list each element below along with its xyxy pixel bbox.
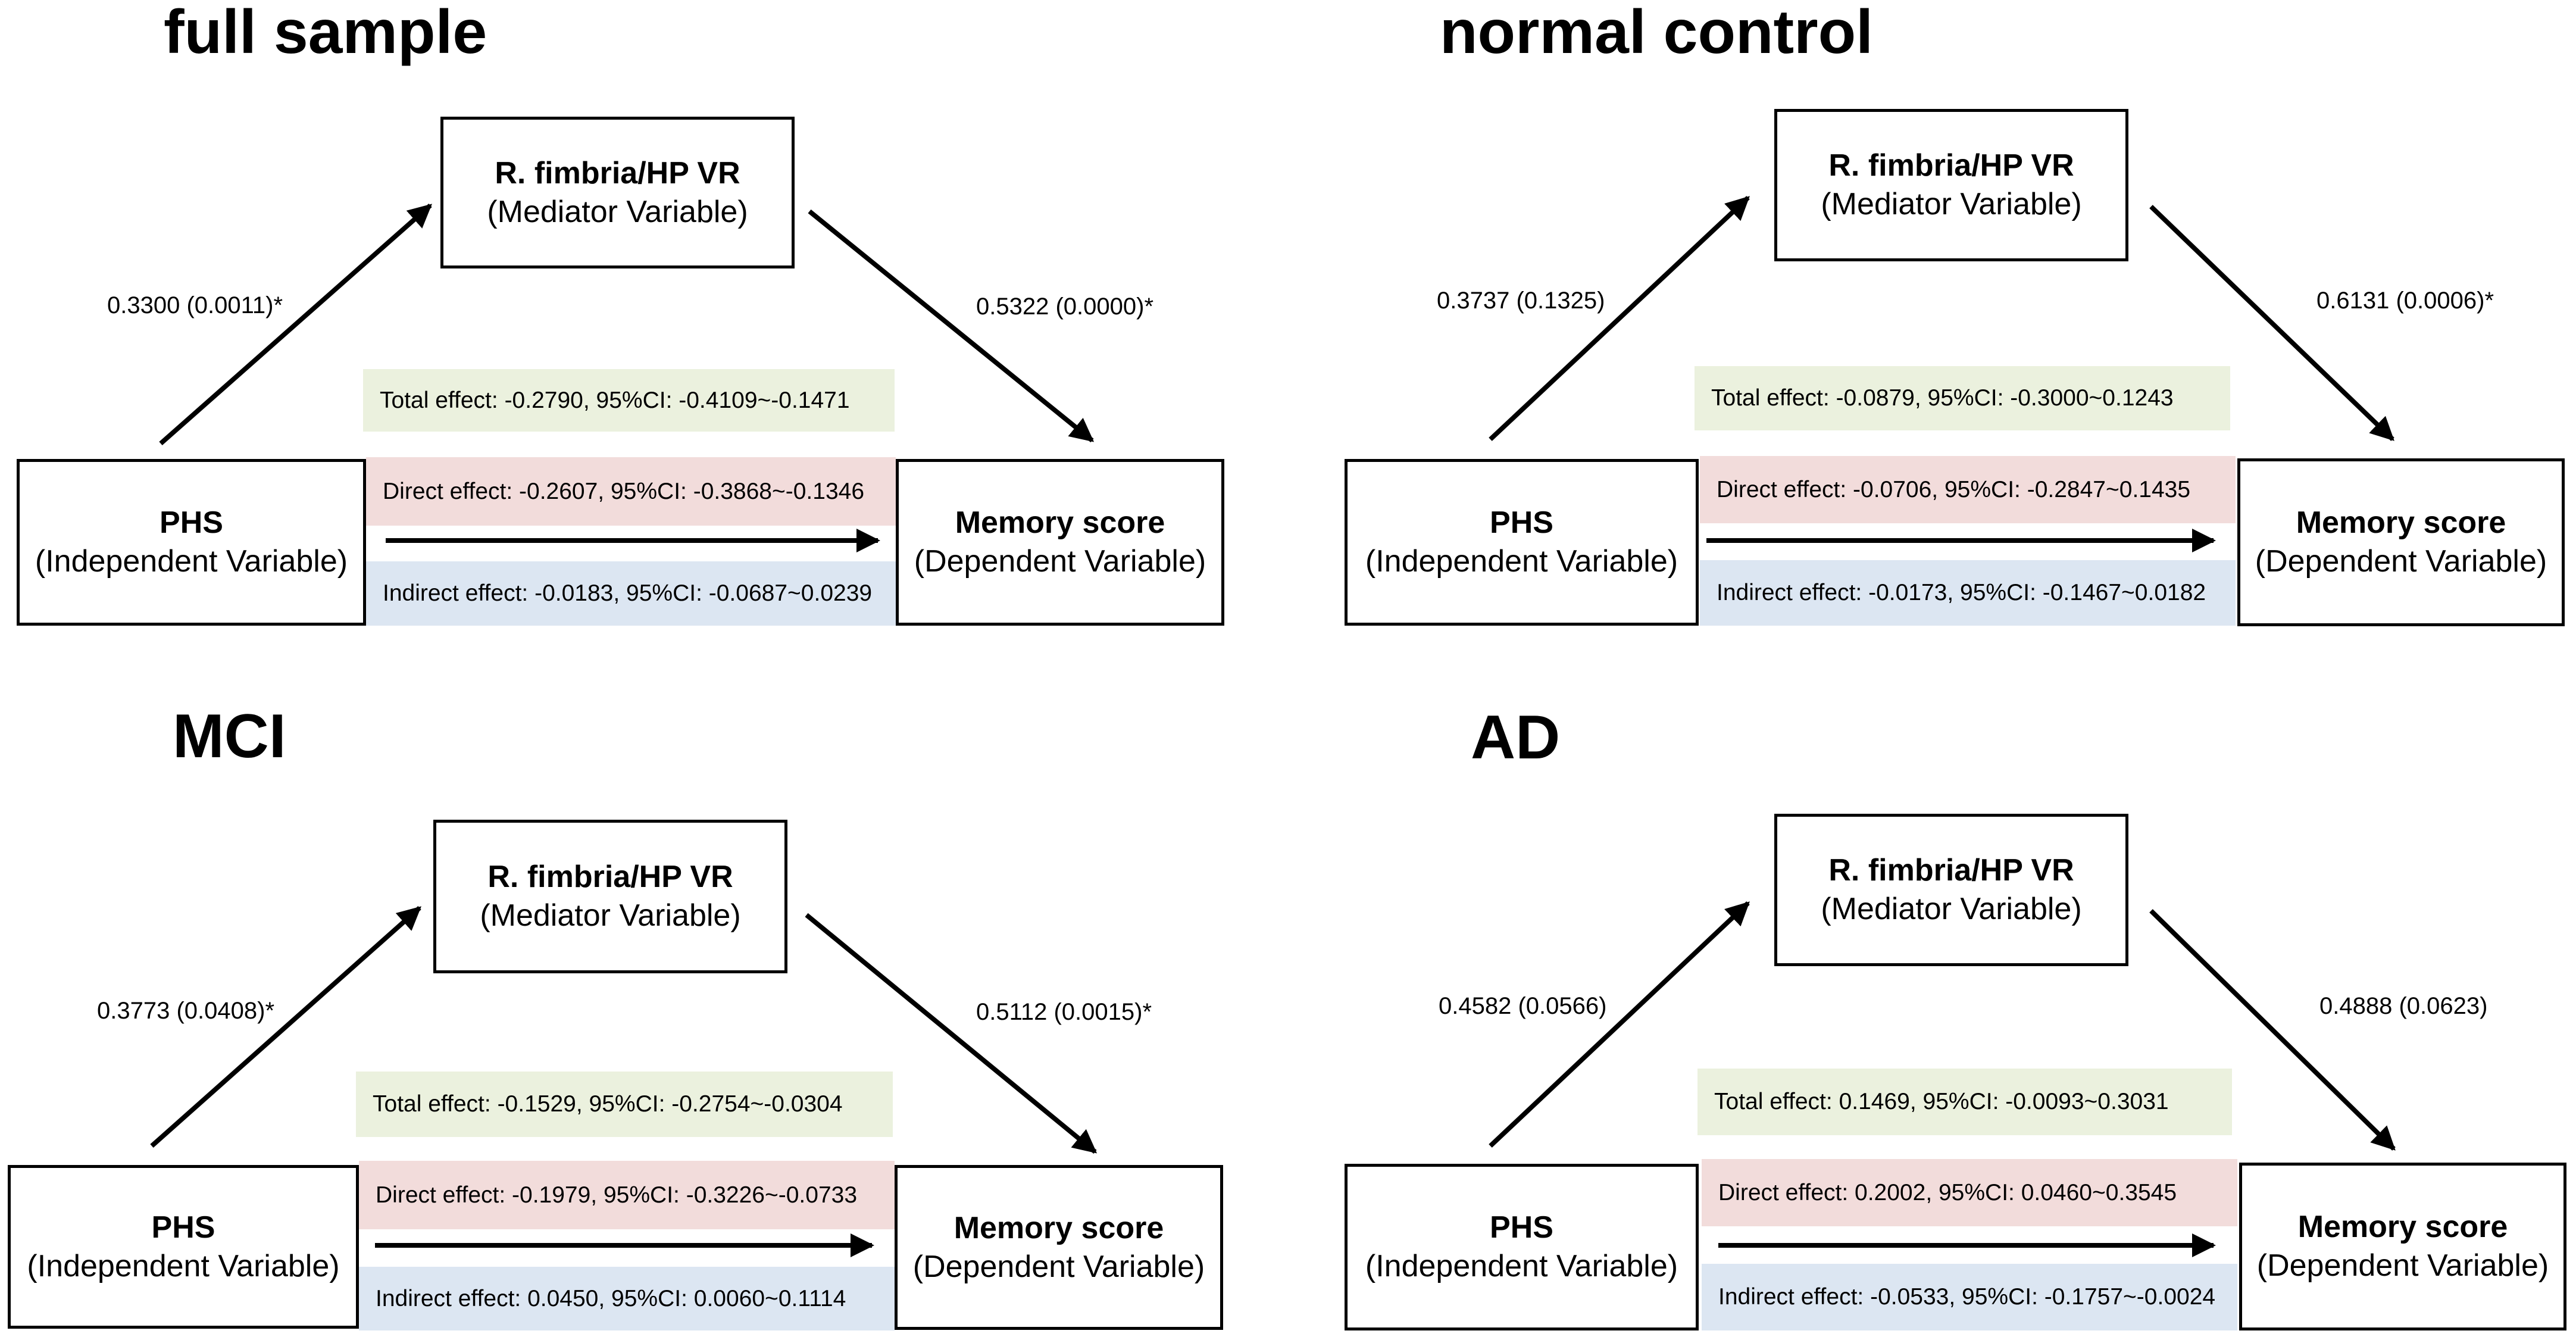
independent-box: PHS (Independent Variable) [1345,459,1699,626]
path-arrows [1489,901,2396,1257]
path-arrows [159,204,1095,552]
mediator-name: R. fimbria/HP VR [495,155,740,190]
dependent-role: (Dependent Variable) [2256,1248,2549,1283]
panel-ad: AD R. fimbria/HP VR (Mediator Variable) … [1288,670,2576,1339]
dependent-name: Memory score [955,505,1165,540]
independent-name: PHS [160,505,223,540]
independent-name: PHS [1490,505,1553,540]
independent-name: PHS [151,1210,215,1245]
path-arrows [1489,196,2394,552]
independent-role: (Independent Variable) [35,544,348,579]
indirect-effect-label: Indirect effect: -0.0533, 95%CI: -0.1757… [1702,1264,2237,1330]
path-b-arrow [805,913,1098,1154]
mediator-role: (Mediator Variable) [1821,892,2082,926]
panel-normal-control: normal control R. fimbria/HP VR (Mediato… [1288,0,2576,670]
path-b-coefficient: 0.4888 (0.0623) [2319,993,2488,1019]
path-b-coefficient: 0.5112 (0.0015)* [976,999,1152,1025]
total-effect-label: Total effect: -0.2790, 95%CI: -0.4109~-0… [363,369,895,432]
mediator-box: R. fimbria/HP VR (Mediator Variable) [433,820,787,973]
dependent-box: Memory score (Dependent Variable) [2237,458,2565,626]
panel-title: normal control [1440,0,1874,67]
direct-effect-label: Direct effect: -0.0706, 95%CI: -0.2847~0… [1700,456,2236,523]
path-a-coefficient: 0.3300 (0.0011)* [107,292,283,318]
dependent-box: Memory score (Dependent Variable) [895,1165,1223,1330]
mediator-name: R. fimbria/HP VR [487,860,733,894]
mediator-box: R. fimbria/HP VR (Mediator Variable) [1774,109,2128,261]
path-arrows [150,906,1098,1257]
dependent-name: Memory score [954,1210,1164,1245]
panel-full-sample: full sample R. fimbria/HP VR (Mediator V… [0,0,1288,670]
mediator-role: (Mediator Variable) [487,194,748,229]
independent-role: (Independent Variable) [27,1248,340,1283]
indirect-effect-label: Indirect effect: -0.0183, 95%CI: -0.0687… [366,561,896,626]
direct-effect-label: Direct effect: 0.2002, 95%CI: 0.0460~0.3… [1702,1159,2237,1226]
path-a-arrow [150,906,421,1148]
path-a-coefficient: 0.4582 (0.0566) [1439,993,1607,1019]
independent-name: PHS [1490,1210,1553,1245]
dependent-role: (Dependent Variable) [912,1249,1205,1284]
path-a-arrow [159,204,432,445]
panel-title: AD [1471,703,1561,772]
mediator-role: (Mediator Variable) [480,898,741,933]
independent-box: PHS (Independent Variable) [8,1165,359,1329]
indirect-effect-label: Indirect effect: -0.0173, 95%CI: -0.1467… [1700,560,2236,626]
independent-role: (Independent Variable) [1365,544,1678,579]
independent-box: PHS (Independent Variable) [1345,1164,1699,1330]
path-b-arrow [2149,909,2396,1151]
path-b-arrow [808,209,1095,443]
path-b-coefficient: 0.5322 (0.0000)* [976,293,1154,320]
total-effect-label: Total effect: 0.1469, 95%CI: -0.0093~0.3… [1697,1069,2232,1135]
independent-box: PHS (Independent Variable) [17,459,366,626]
path-b-arrow [2149,205,2394,441]
panel-title: MCI [173,702,286,771]
path-a-coefficient: 0.3773 (0.0408)* [97,998,275,1024]
panel-title: full sample [164,0,487,67]
dependent-role: (Dependent Variable) [2255,544,2547,579]
path-a-coefficient: 0.3737 (0.1325) [1437,288,1605,314]
mediator-name: R. fimbria/HP VR [1828,148,2074,183]
mediator-box: R. fimbria/HP VR (Mediator Variable) [1774,814,2128,966]
mediator-name: R. fimbria/HP VR [1828,853,2074,888]
indirect-effect-label: Indirect effect: 0.0450, 95%CI: 0.0060~0… [359,1267,895,1330]
panel-mci: MCI R. fimbria/HP VR (Mediator Variable)… [0,670,1288,1339]
direct-effect-label: Direct effect: -0.2607, 95%CI: -0.3868~-… [366,457,896,526]
dependent-name: Memory score [2297,1210,2508,1244]
direct-effect-label: Direct effect: -0.1979, 95%CI: -0.3226~-… [359,1161,895,1229]
independent-role: (Independent Variable) [1365,1249,1678,1283]
total-effect-label: Total effect: -0.0879, 95%CI: -0.3000~0.… [1695,366,2230,430]
dependent-role: (Dependent Variable) [914,544,1206,579]
mediator-box: R. fimbria/HP VR (Mediator Variable) [440,117,795,268]
mediator-role: (Mediator Variable) [1821,187,2082,221]
path-b-coefficient: 0.6131 (0.0006)* [2316,288,2494,314]
dependent-box: Memory score (Dependent Variable) [2239,1163,2566,1330]
dependent-box: Memory score (Dependent Variable) [896,459,1224,626]
path-a-arrow [1489,901,1750,1148]
path-a-arrow [1489,196,1750,441]
total-effect-label: Total effect: -0.1529, 95%CI: -0.2754~-0… [356,1072,893,1137]
dependent-name: Memory score [2296,505,2506,540]
